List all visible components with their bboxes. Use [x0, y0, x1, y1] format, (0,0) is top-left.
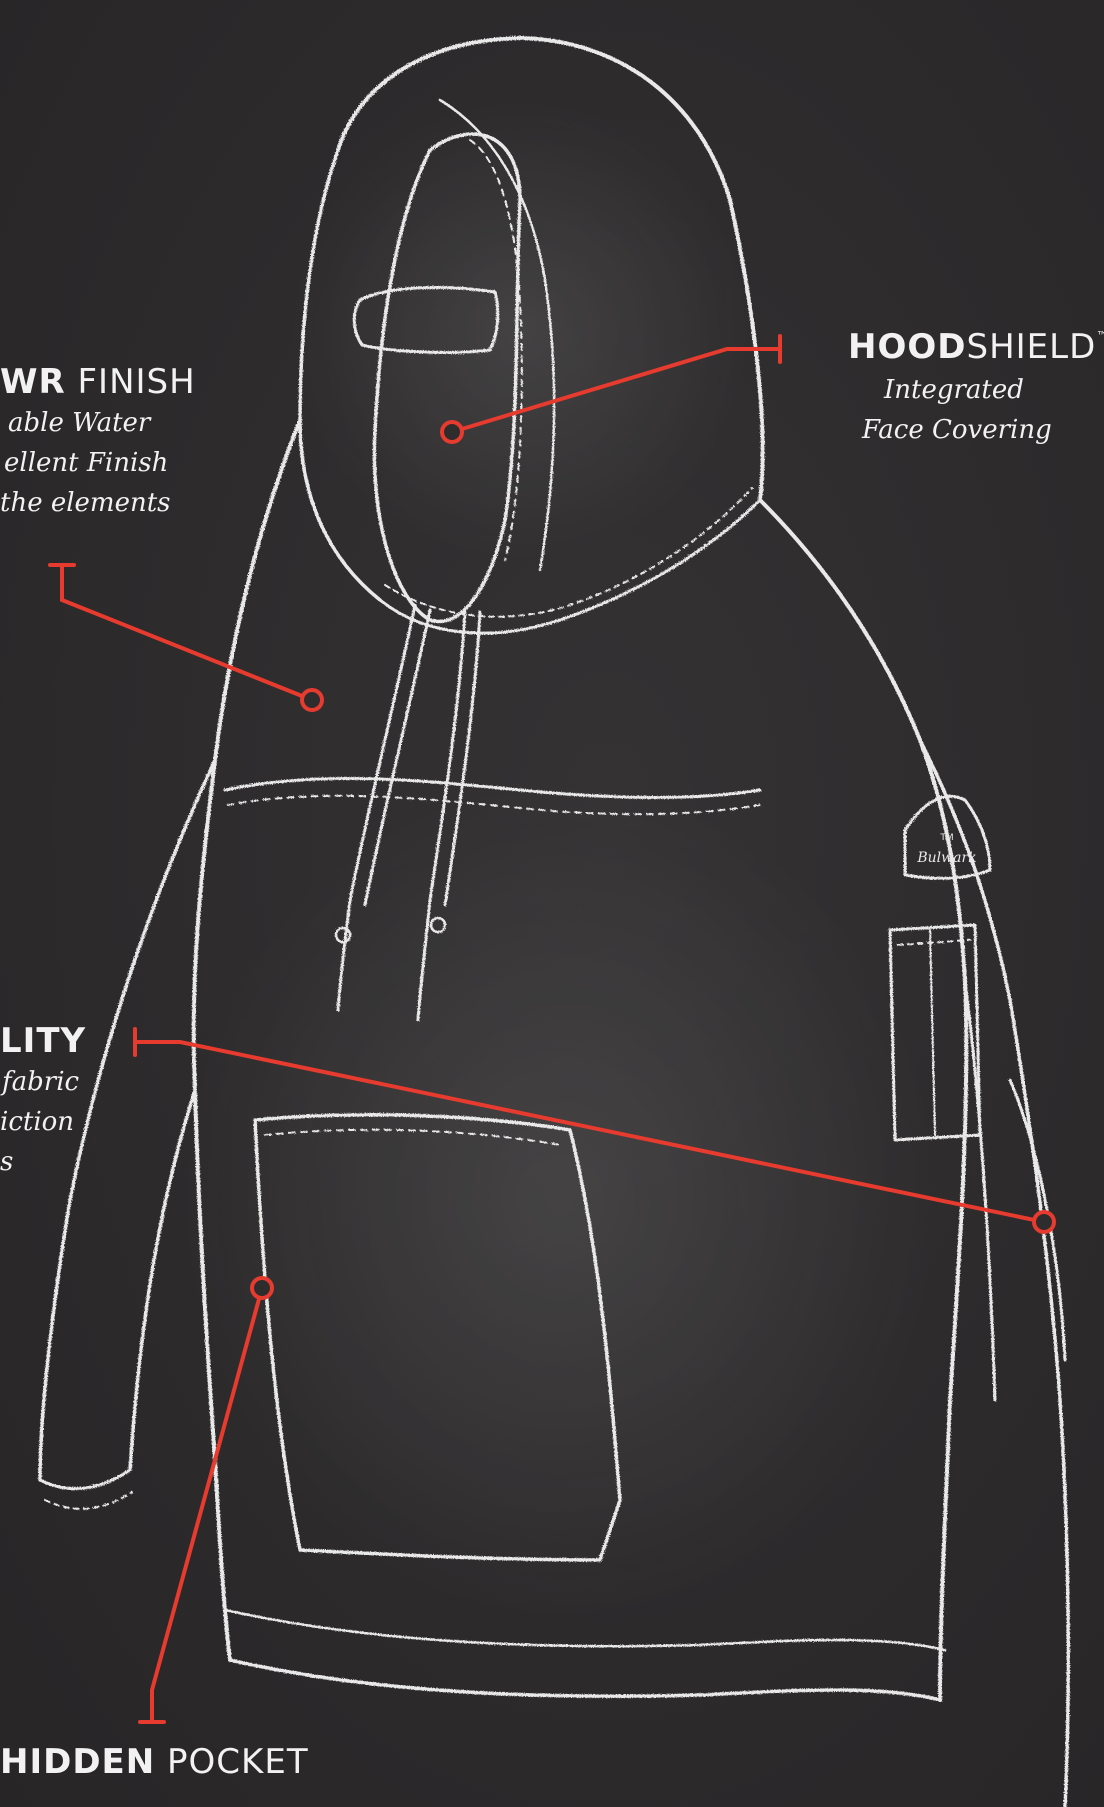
callout-hoodshield: HOODSHIELD™ Integrated Face Covering [848, 330, 1104, 450]
callout-mobility: LITY fabric iction s [0, 1024, 130, 1182]
hoodshield-line-1: Integrated [848, 370, 1104, 410]
mobility-title-bold: LITY [0, 1021, 86, 1061]
dwr-line-3: the elements [0, 483, 300, 523]
mobility-line-1: fabric [0, 1062, 130, 1102]
hidden-pocket-title-light: POCKET [155, 1742, 308, 1782]
mobility-line-2: iction [0, 1102, 130, 1142]
dwr-line-1: able Water [0, 403, 300, 443]
callout-dwr: WR FINISH able Water ellent Finish the e… [0, 365, 300, 523]
dwr-title-bold: WR [0, 362, 66, 402]
mobility-title: LITY [0, 1024, 130, 1058]
hoodshield-line-2: Face Covering [848, 410, 1104, 450]
dwr-title: WR FINISH [0, 365, 300, 399]
dwr-line-2: ellent Finish [0, 443, 300, 483]
hoodshield-title-bold: HOOD [848, 327, 966, 367]
mobility-line-3: s [0, 1142, 130, 1182]
patch-logo-text: Bulwark [916, 850, 976, 866]
patch-mark-text: TM [939, 833, 953, 843]
hoodshield-title-light: SHIELD [966, 327, 1096, 367]
hoodshield-trademark: ™ [1096, 329, 1104, 343]
hoodshield-title: HOODSHIELD™ [848, 330, 1104, 364]
hidden-pocket-title: HIDDEN POCKET [0, 1745, 360, 1779]
callout-hidden-pocket: HIDDEN POCKET [0, 1745, 360, 1779]
hidden-pocket-title-bold: HIDDEN [0, 1742, 155, 1782]
dwr-leader [62, 565, 312, 700]
dwr-title-light: FINISH [66, 362, 196, 402]
